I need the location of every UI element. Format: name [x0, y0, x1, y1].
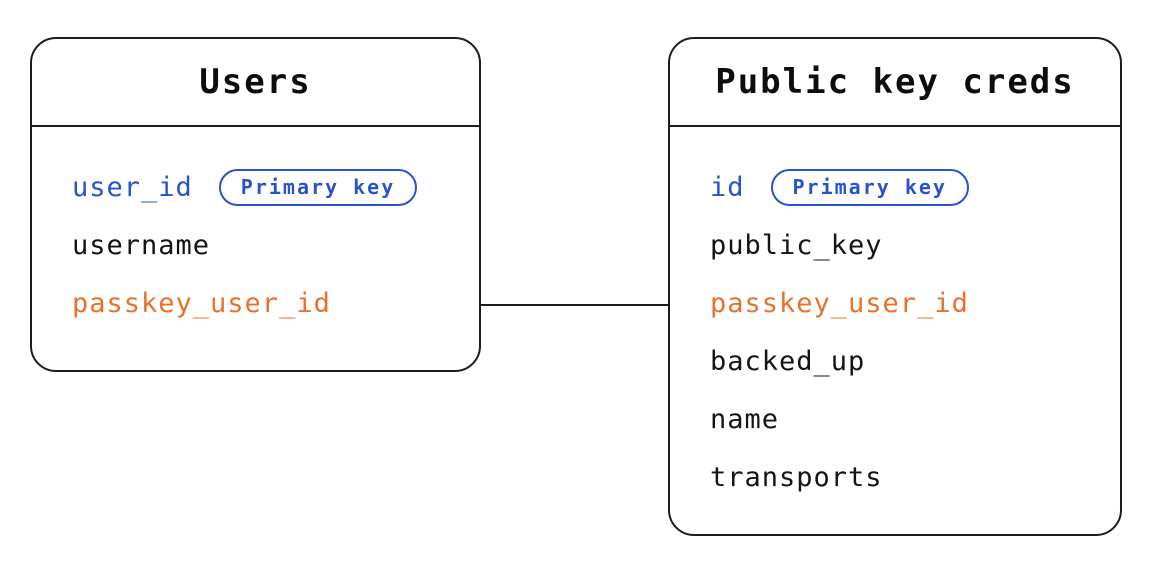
field-row: transports: [710, 448, 1120, 506]
primary-key-badge: Primary key: [770, 168, 969, 206]
field-name: passkey_user_id: [710, 287, 969, 319]
table-title: Users: [199, 62, 312, 102]
field-row: backed_up: [710, 332, 1120, 390]
field-name: passkey_user_id: [72, 287, 331, 319]
field-row: passkey_user_id: [72, 274, 479, 332]
table-public-key-creds-header: Public key creds: [670, 39, 1120, 127]
table-users: Users user_id Primary key username passk…: [30, 37, 481, 372]
field-name: backed_up: [710, 345, 866, 377]
field-row: user_id Primary key: [72, 158, 479, 216]
field-row: name: [710, 390, 1120, 448]
field-name: username: [72, 229, 211, 261]
field-name: user_id: [72, 171, 193, 203]
field-row: username: [72, 216, 479, 274]
table-users-header: Users: [32, 39, 479, 127]
table-public-key-creds-body: id Primary key public_key passkey_user_i…: [670, 127, 1120, 506]
table-title: Public key creds: [715, 62, 1075, 102]
table-users-body: user_id Primary key username passkey_use…: [32, 127, 479, 332]
field-row: id Primary key: [710, 158, 1120, 216]
field-row: public_key: [710, 216, 1120, 274]
field-name: id: [710, 171, 745, 203]
field-name: name: [710, 403, 780, 435]
field-row: passkey_user_id: [710, 274, 1120, 332]
relationship-line: [481, 304, 668, 306]
field-name: public_key: [710, 229, 883, 261]
primary-key-badge: Primary key: [218, 168, 418, 206]
field-name: transports: [710, 461, 883, 493]
table-public-key-creds: Public key creds id Primary key public_k…: [668, 37, 1122, 536]
